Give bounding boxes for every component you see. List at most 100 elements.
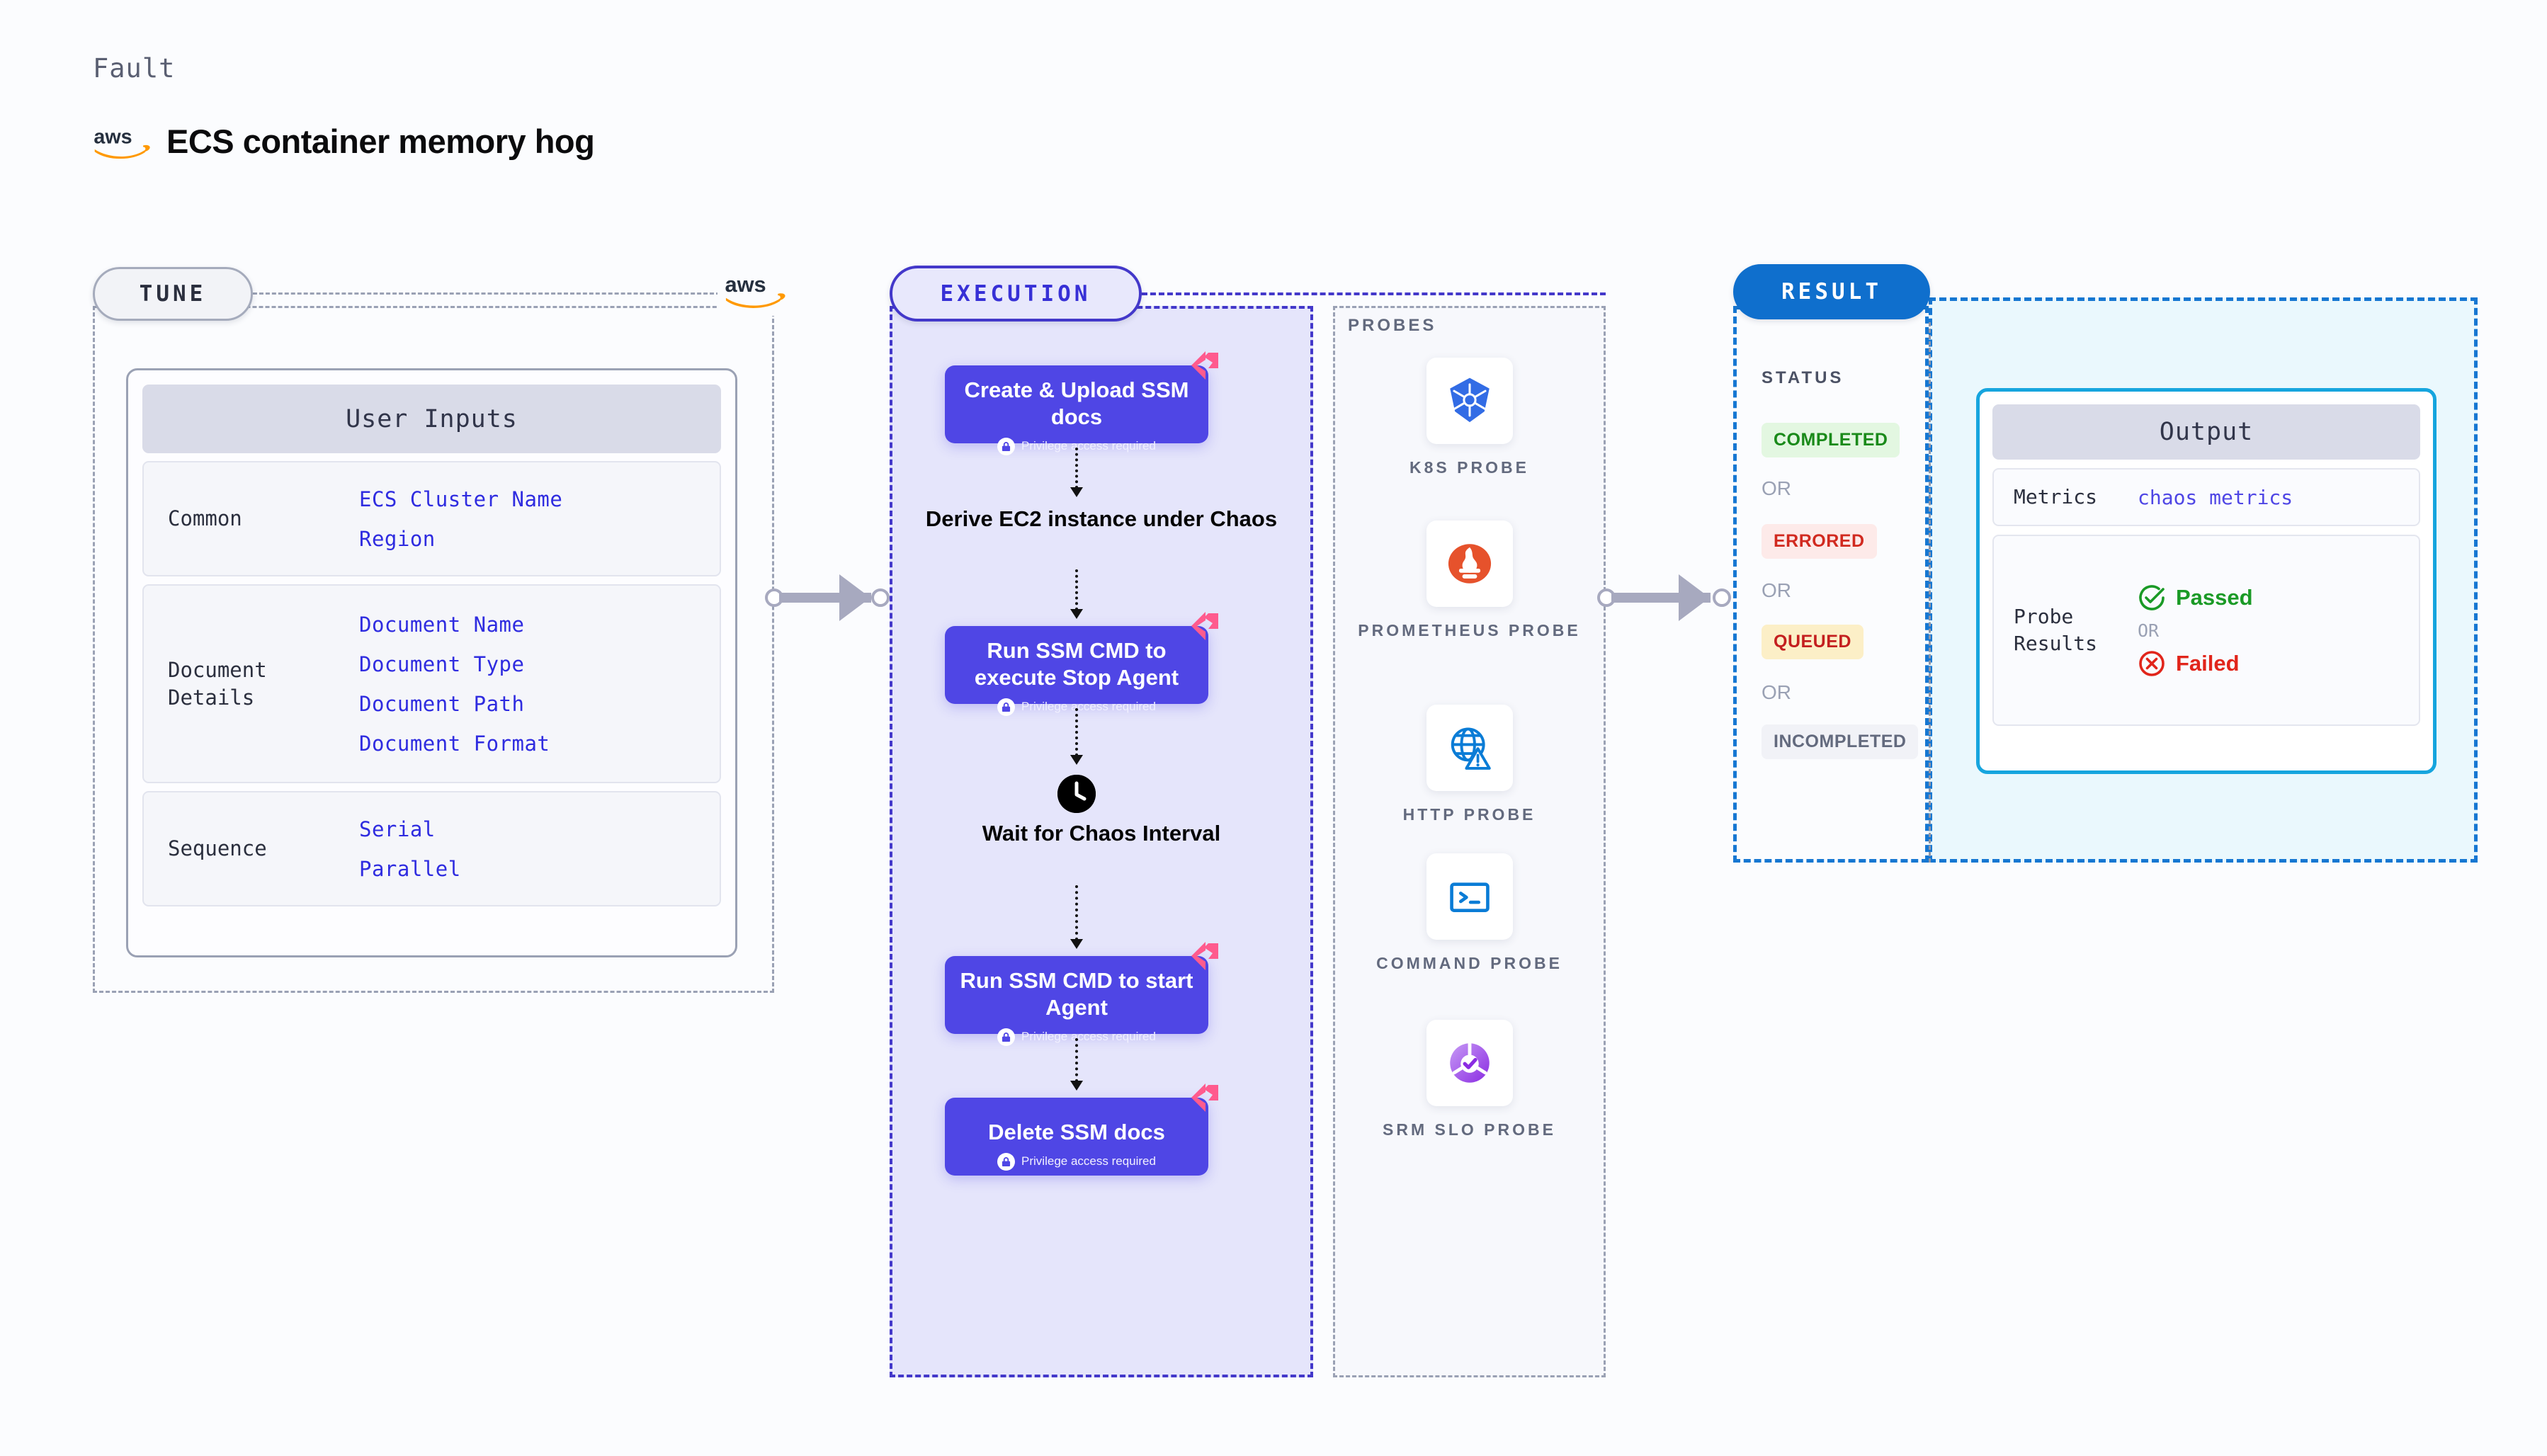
user-inputs-card: User Inputs Common ECS Cluster Name Regi… (126, 368, 737, 957)
privilege-note-text: Privilege access required (1021, 700, 1156, 714)
execution-pill[interactable]: EXECUTION (890, 266, 1142, 322)
flow-connector (1075, 885, 1078, 940)
privilege-note-text: Privilege access required (1021, 1154, 1156, 1168)
flow-arrowhead (1070, 609, 1083, 619)
result-divider (1929, 322, 1931, 863)
tune-pill-label: TUNE (139, 281, 207, 307)
terminal-icon (1426, 853, 1513, 940)
status-badge-queued: QUEUED (1762, 625, 1864, 659)
fault-kicker: Fault (93, 53, 176, 84)
status-or: OR (1762, 579, 1791, 601)
probes-section-label: PROBES (1348, 316, 1437, 335)
failed-label: Failed (2176, 650, 2240, 676)
svg-text:aws: aws (93, 125, 132, 148)
output-group-probe-results: Probe Results Passed OR Failed (1992, 535, 2420, 726)
x-circle-icon (2139, 650, 2165, 676)
flow-arrowhead (1070, 939, 1083, 949)
input-group-label: Sequence (168, 836, 267, 861)
page-title-row: aws ECS container memory hog (93, 122, 594, 161)
flow-step-title: Delete SSM docs (988, 1120, 1165, 1144)
execution-panel (890, 306, 1313, 1377)
aws-logo-icon: aws (725, 272, 785, 308)
metrics-label: Metrics (2014, 485, 2098, 509)
lock-icon (997, 1028, 1016, 1046)
input-value[interactable]: Document Type (359, 652, 525, 676)
flow-step-plain: Wait for Chaos Interval (982, 821, 1221, 846)
probe-label: HTTP PROBE (1402, 805, 1536, 824)
status-label: STATUS (1762, 368, 1844, 387)
probe-results-values: Passed OR Failed (2138, 584, 2253, 678)
flow-step-plain: Derive EC2 instance under Chaos (925, 506, 1278, 531)
flow-step-card[interactable]: Create & Upload SSM docs Privilege acces… (945, 351, 1218, 455)
input-value[interactable]: ECS Cluster Name (359, 487, 563, 511)
input-group-sequence: Sequence Serial Parallel (142, 791, 721, 906)
flow-step-card[interactable]: Run SSM CMD to start Agent Privilege acc… (945, 942, 1218, 1046)
check-circle-icon (2139, 584, 2165, 610)
aws-logo-icon: aws (93, 125, 150, 159)
lock-icon (997, 698, 1016, 716)
input-value[interactable]: Document Path (359, 691, 525, 716)
tune-dashed-connector (253, 292, 720, 295)
input-group-values: ECS Cluster Name Region (359, 487, 562, 551)
user-inputs-title: User Inputs (142, 385, 721, 453)
execution-pill-label: EXECUTION (940, 280, 1091, 307)
execution-dashed-connector (1142, 292, 1606, 295)
input-value[interactable]: Document Format (359, 731, 550, 756)
flow-connector (1075, 1038, 1078, 1082)
flow-arrowhead (1070, 487, 1083, 497)
probe-item-prometheus[interactable]: PROMETHEUS PROBE (1333, 521, 1606, 642)
flow-connector (1075, 448, 1078, 489)
flow-arrowhead (1070, 755, 1083, 765)
input-value[interactable]: Parallel (359, 856, 461, 881)
flow-connector (1075, 569, 1078, 610)
passed-label: Passed (2176, 584, 2253, 610)
result-pill-label: RESULT (1781, 279, 1882, 305)
flow-step-title: Create & Upload SSM docs (964, 377, 1189, 429)
metrics-value[interactable]: chaos metrics (2138, 485, 2293, 509)
prometheus-icon (1426, 521, 1513, 607)
lock-icon (997, 1152, 1016, 1171)
srm-slo-icon (1426, 1020, 1513, 1106)
input-group-common: Common ECS Cluster Name Region (142, 461, 721, 576)
probe-item-srm-slo[interactable]: SRM SLO PROBE (1333, 1020, 1606, 1141)
result-pill[interactable]: RESULT (1733, 264, 1930, 319)
harness-icon (1191, 942, 1218, 970)
input-value[interactable]: Document Name (359, 612, 525, 637)
page-title: ECS container memory hog (166, 123, 595, 160)
probe-label: K8S PROBE (1409, 458, 1529, 477)
status-badge-incompleted: INCOMPLETED (1762, 724, 1919, 759)
tune-pill[interactable]: TUNE (93, 267, 253, 321)
flow-step-privilege-note: Privilege access required (945, 1028, 1208, 1046)
harness-icon (1191, 351, 1218, 380)
lock-icon (997, 437, 1016, 455)
http-globe-icon (1426, 705, 1513, 791)
flow-step-card[interactable]: Delete SSM docs Privilege access require… (945, 1084, 1218, 1176)
flow-arrowhead (1070, 1081, 1083, 1091)
clock-icon (1057, 775, 1096, 813)
probe-label: SRM SLO PROBE (1383, 1120, 1556, 1139)
tune-aws-logo: aws (717, 263, 793, 316)
probes-panel (1333, 306, 1606, 1377)
input-group-label: Common (168, 506, 242, 531)
svg-text:aws: aws (725, 272, 766, 297)
input-value[interactable]: Region (359, 526, 436, 551)
probe-results-label: Probe Results (2014, 605, 2098, 655)
probe-item-http[interactable]: HTTP PROBE (1333, 705, 1606, 826)
flow-step-privilege-note: Privilege access required (945, 1152, 1208, 1171)
output-card: Output Metrics chaos metrics Probe Resul… (1976, 388, 2437, 774)
flow-step-card[interactable]: Run SSM CMD to execute Stop Agent Privil… (945, 612, 1218, 716)
probe-item-command[interactable]: COMMAND PROBE (1333, 853, 1606, 974)
input-group-values: Document Name Document Type Document Pat… (359, 613, 550, 756)
status-badge-errored: ERRORED (1762, 524, 1877, 559)
status-badge-completed: COMPLETED (1762, 423, 1900, 457)
flow-step-privilege-note: Privilege access required (945, 698, 1208, 716)
probe-item-k8s[interactable]: K8S PROBE (1333, 358, 1606, 479)
input-value[interactable]: Serial (359, 817, 436, 841)
input-group-label: Document Details (168, 657, 267, 710)
result-panel (1733, 306, 1929, 863)
probe-result-or: OR (2138, 620, 2160, 641)
probe-label: COMMAND PROBE (1376, 954, 1562, 972)
input-group-document-details: Document Details Document Name Document … (142, 584, 721, 783)
output-group-metrics: Metrics chaos metrics (1992, 468, 2420, 526)
flow-step-title: Run SSM CMD to start Agent (960, 968, 1193, 1020)
